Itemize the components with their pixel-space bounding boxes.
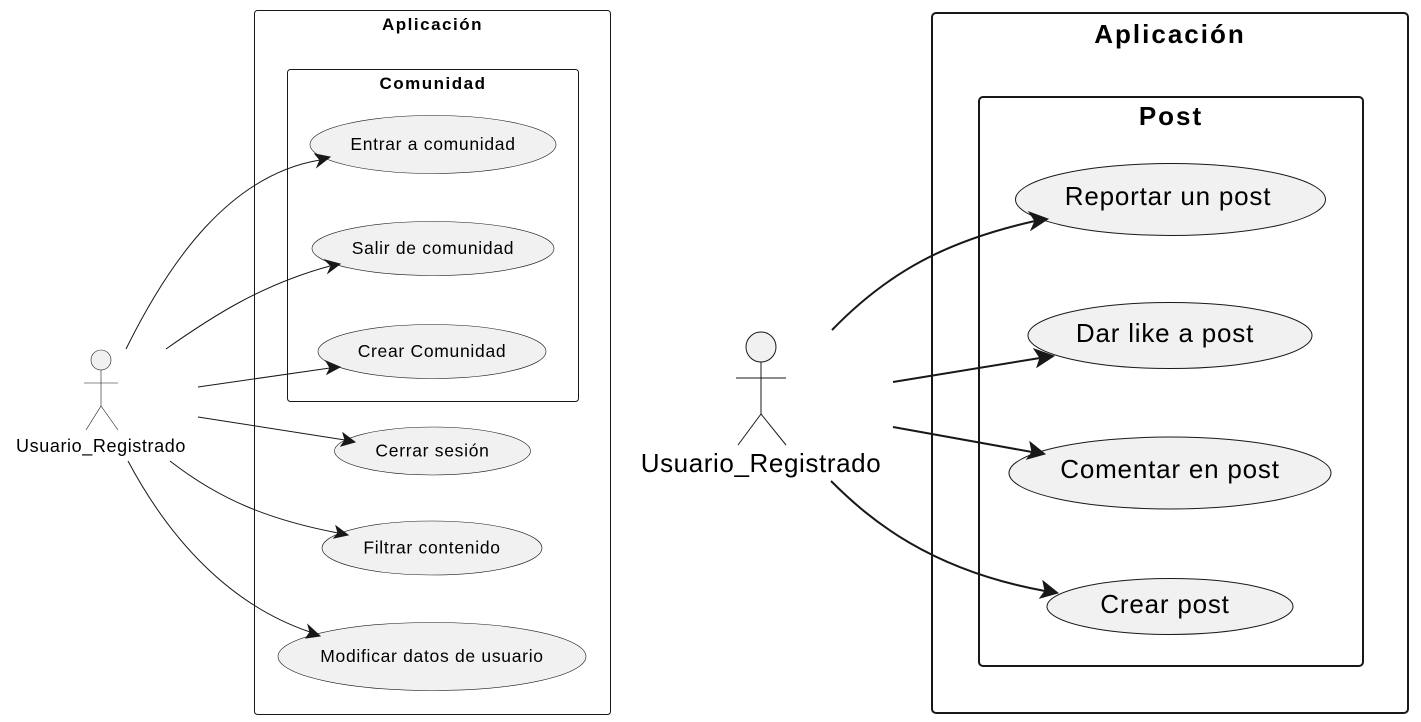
use-case-salir-de-comunidad: Salir de comunidad <box>311 221 555 276</box>
actor-name: Usuario_Registrado <box>16 436 186 457</box>
right-associations <box>830 211 1060 599</box>
use-case-label: Entrar a comunidad <box>350 134 515 154</box>
use-case-label: Dar like a post <box>1076 318 1254 348</box>
stick-figure-icon <box>84 349 119 431</box>
left-system-boundary <box>254 10 611 715</box>
use-case-label: Reportar un post <box>1065 181 1271 211</box>
stick-figure-icon <box>736 331 787 446</box>
right-system-title: Aplicación <box>1094 19 1245 49</box>
use-case-label: Comentar en post <box>1060 454 1279 484</box>
use-case-label: Cerrar sesión <box>375 441 489 461</box>
use-case-label: Salir de comunidad <box>352 238 514 258</box>
right-use-case-diagram: Aplicación Post Reportar un post Dar lik… <box>641 12 1409 714</box>
use-case-crear-post: Crear post <box>1046 578 1294 635</box>
right-system-boundary <box>931 12 1409 714</box>
left-associations <box>125 153 357 639</box>
left-actor: Usuario_Registrado <box>16 349 186 457</box>
left-package-boundary <box>287 69 579 402</box>
use-case-label: Modificar datos de usuario <box>320 646 543 666</box>
left-package-title: Comunidad <box>380 74 487 93</box>
use-case-label: Crear post <box>1100 589 1229 619</box>
use-case-crear-comunidad: Crear Comunidad <box>317 324 547 379</box>
actor-name: Usuario_Registrado <box>641 448 882 478</box>
use-case-dar-like-a-post: Dar like a post <box>1027 302 1313 369</box>
use-case-filtrar-contenido: Filtrar contenido <box>321 520 543 576</box>
right-package-title: Post <box>1139 101 1203 131</box>
use-case-label: Crear Comunidad <box>358 341 507 361</box>
left-use-case-diagram: Aplicación Comunidad Entrar a comunidad … <box>16 10 611 715</box>
use-case-cerrar-sesion: Cerrar sesión <box>334 426 531 476</box>
left-system-title: Aplicación <box>382 15 483 34</box>
use-case-modificar-datos-de-usuario: Modificar datos de usuario <box>277 622 587 691</box>
use-case-reportar-un-post: Reportar un post <box>1015 163 1326 236</box>
use-case-label: Filtrar contenido <box>363 538 500 558</box>
right-actor: Usuario_Registrado <box>641 331 882 478</box>
use-case-entrar-a-comunidad: Entrar a comunidad <box>309 115 557 174</box>
use-case-comentar-en-post: Comentar en post <box>1008 436 1332 510</box>
right-package-boundary <box>978 96 1364 667</box>
